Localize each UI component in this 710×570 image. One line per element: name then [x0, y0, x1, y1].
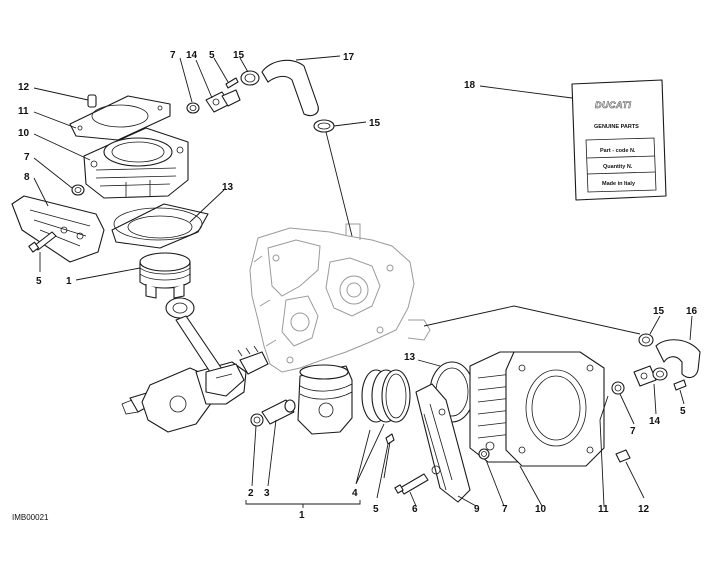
callout-1-left: 1	[66, 276, 72, 287]
drawing-code: IMB00021	[12, 513, 49, 522]
callout-15-right: 15	[653, 306, 665, 317]
callout-16: 16	[686, 306, 698, 317]
genuine-parts-card: DUCATI GENUINE PARTS Part - code N. Quan…	[571, 79, 667, 201]
card-row-quantity: Quantity N.	[603, 164, 633, 170]
piston-left	[139, 252, 191, 299]
callout-3-bottom: 3	[264, 488, 270, 499]
callout-12-top: 12	[18, 82, 30, 93]
callout-7-bottom: 7	[502, 504, 508, 515]
cylinder-left	[83, 127, 189, 199]
card-brand: DUCATI	[595, 100, 631, 110]
crankshaft	[121, 345, 269, 433]
callout-11-top: 11	[18, 106, 29, 117]
o-ring-bottom	[478, 448, 490, 460]
screw-top	[225, 77, 239, 89]
callout-4-bottom: 4	[352, 488, 358, 499]
water-union-top	[205, 89, 241, 113]
callout-7-top: 7	[170, 50, 176, 61]
callout-5-left: 5	[36, 276, 42, 287]
belt-cover-left	[11, 195, 105, 263]
hose-clamp-right-lower	[652, 367, 668, 381]
crankcase	[249, 223, 431, 373]
callout-12-bottom: 12	[638, 504, 650, 515]
bolt-left	[28, 231, 57, 253]
o-ring-right	[611, 381, 625, 395]
screw-right	[673, 379, 687, 391]
callout-7-right: 7	[630, 426, 636, 437]
screw-bottom	[383, 433, 395, 479]
circlip-bottom	[250, 413, 264, 427]
callout-8-left: 8	[24, 172, 30, 183]
callout-10-top: 10	[18, 128, 30, 139]
callout-14-top: 14	[186, 50, 198, 61]
belt-cover-right	[415, 383, 471, 503]
head-gasket-left	[69, 95, 171, 141]
callout-1-bottom: 1	[299, 510, 305, 521]
callout-9-bottom: 9	[474, 504, 480, 515]
callout-15-top: 15	[233, 50, 245, 61]
dowel-right	[615, 449, 631, 463]
hose-clamp-right-upper	[638, 333, 654, 347]
callout-11-bottom: 11	[598, 504, 609, 515]
callout-numbers: 12 11 10 7 8 5 1 7 14 5 15 17 15 13 18 1…	[18, 50, 698, 521]
callout-14-right: 14	[649, 416, 661, 427]
callout-13-mid: 13	[404, 352, 416, 363]
piston-pin	[261, 399, 296, 425]
callout-10-bottom: 10	[535, 504, 547, 515]
callout-17: 17	[343, 52, 355, 63]
card-row-origin: Made in Italy	[602, 181, 636, 187]
head-gasket-right	[505, 351, 605, 467]
base-gasket-top	[113, 207, 203, 241]
callout-13-top: 13	[222, 182, 234, 193]
water-union-right	[633, 365, 657, 387]
callout-5-bottom: 5	[373, 504, 379, 515]
callout-6-bottom: 6	[412, 504, 418, 515]
callout-5-top: 5	[209, 50, 215, 61]
callout-7-left: 7	[24, 152, 30, 163]
coolant-hose-right	[655, 339, 701, 379]
card-title: GENUINE PARTS	[594, 124, 639, 130]
callout-15-mid: 15	[369, 118, 381, 129]
card-row-part-code: Part - code N.	[600, 148, 636, 154]
coolant-hose-top	[261, 59, 319, 117]
connecting-rod	[165, 297, 245, 397]
piston-right	[297, 364, 353, 435]
callout-2-bottom: 2	[248, 488, 254, 499]
coolant-pipe-link	[325, 131, 641, 335]
hose-clamp-mid	[313, 119, 335, 133]
piston-rings	[361, 369, 411, 423]
hose-clamp-top	[240, 70, 260, 86]
stud-bottom	[394, 473, 429, 495]
callout-18: 18	[464, 80, 476, 91]
leader-lines	[33, 55, 693, 508]
o-ring-left	[71, 184, 85, 196]
o-ring-top	[186, 102, 200, 114]
base-gasket-left	[111, 203, 209, 249]
callout-5-right: 5	[680, 406, 686, 417]
dowel-left	[87, 94, 97, 108]
